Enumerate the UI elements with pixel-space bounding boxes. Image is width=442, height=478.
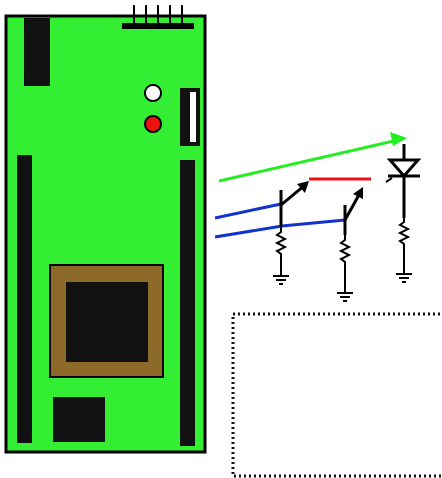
ground-icon [396, 268, 412, 283]
photodiode-icon [385, 144, 422, 218]
side-connector [180, 88, 200, 146]
ground-icon [337, 285, 353, 302]
npn-transistor-icon [343, 187, 363, 235]
right-pin-header [180, 160, 195, 446]
arrowhead-icon [390, 132, 407, 146]
green-signal-wire [218, 132, 407, 183]
secondary-chip [53, 397, 105, 442]
usb-connector [24, 18, 50, 86]
red-led [144, 115, 162, 133]
left-pin-header [17, 155, 32, 443]
board-body [4, 14, 207, 454]
resistor-icon [338, 235, 352, 285]
processor-chip [49, 264, 164, 378]
resistor-icon [397, 218, 411, 268]
ground-icon [273, 268, 289, 285]
microcontroller-board [4, 5, 207, 454]
dotted-placeholder-box [231, 312, 442, 478]
npn-transistor-icon [279, 181, 309, 226]
pin-header-icon [122, 5, 194, 29]
white-led [144, 84, 162, 102]
resistor-icon [274, 226, 288, 268]
blue-wire-upper [214, 202, 282, 220]
